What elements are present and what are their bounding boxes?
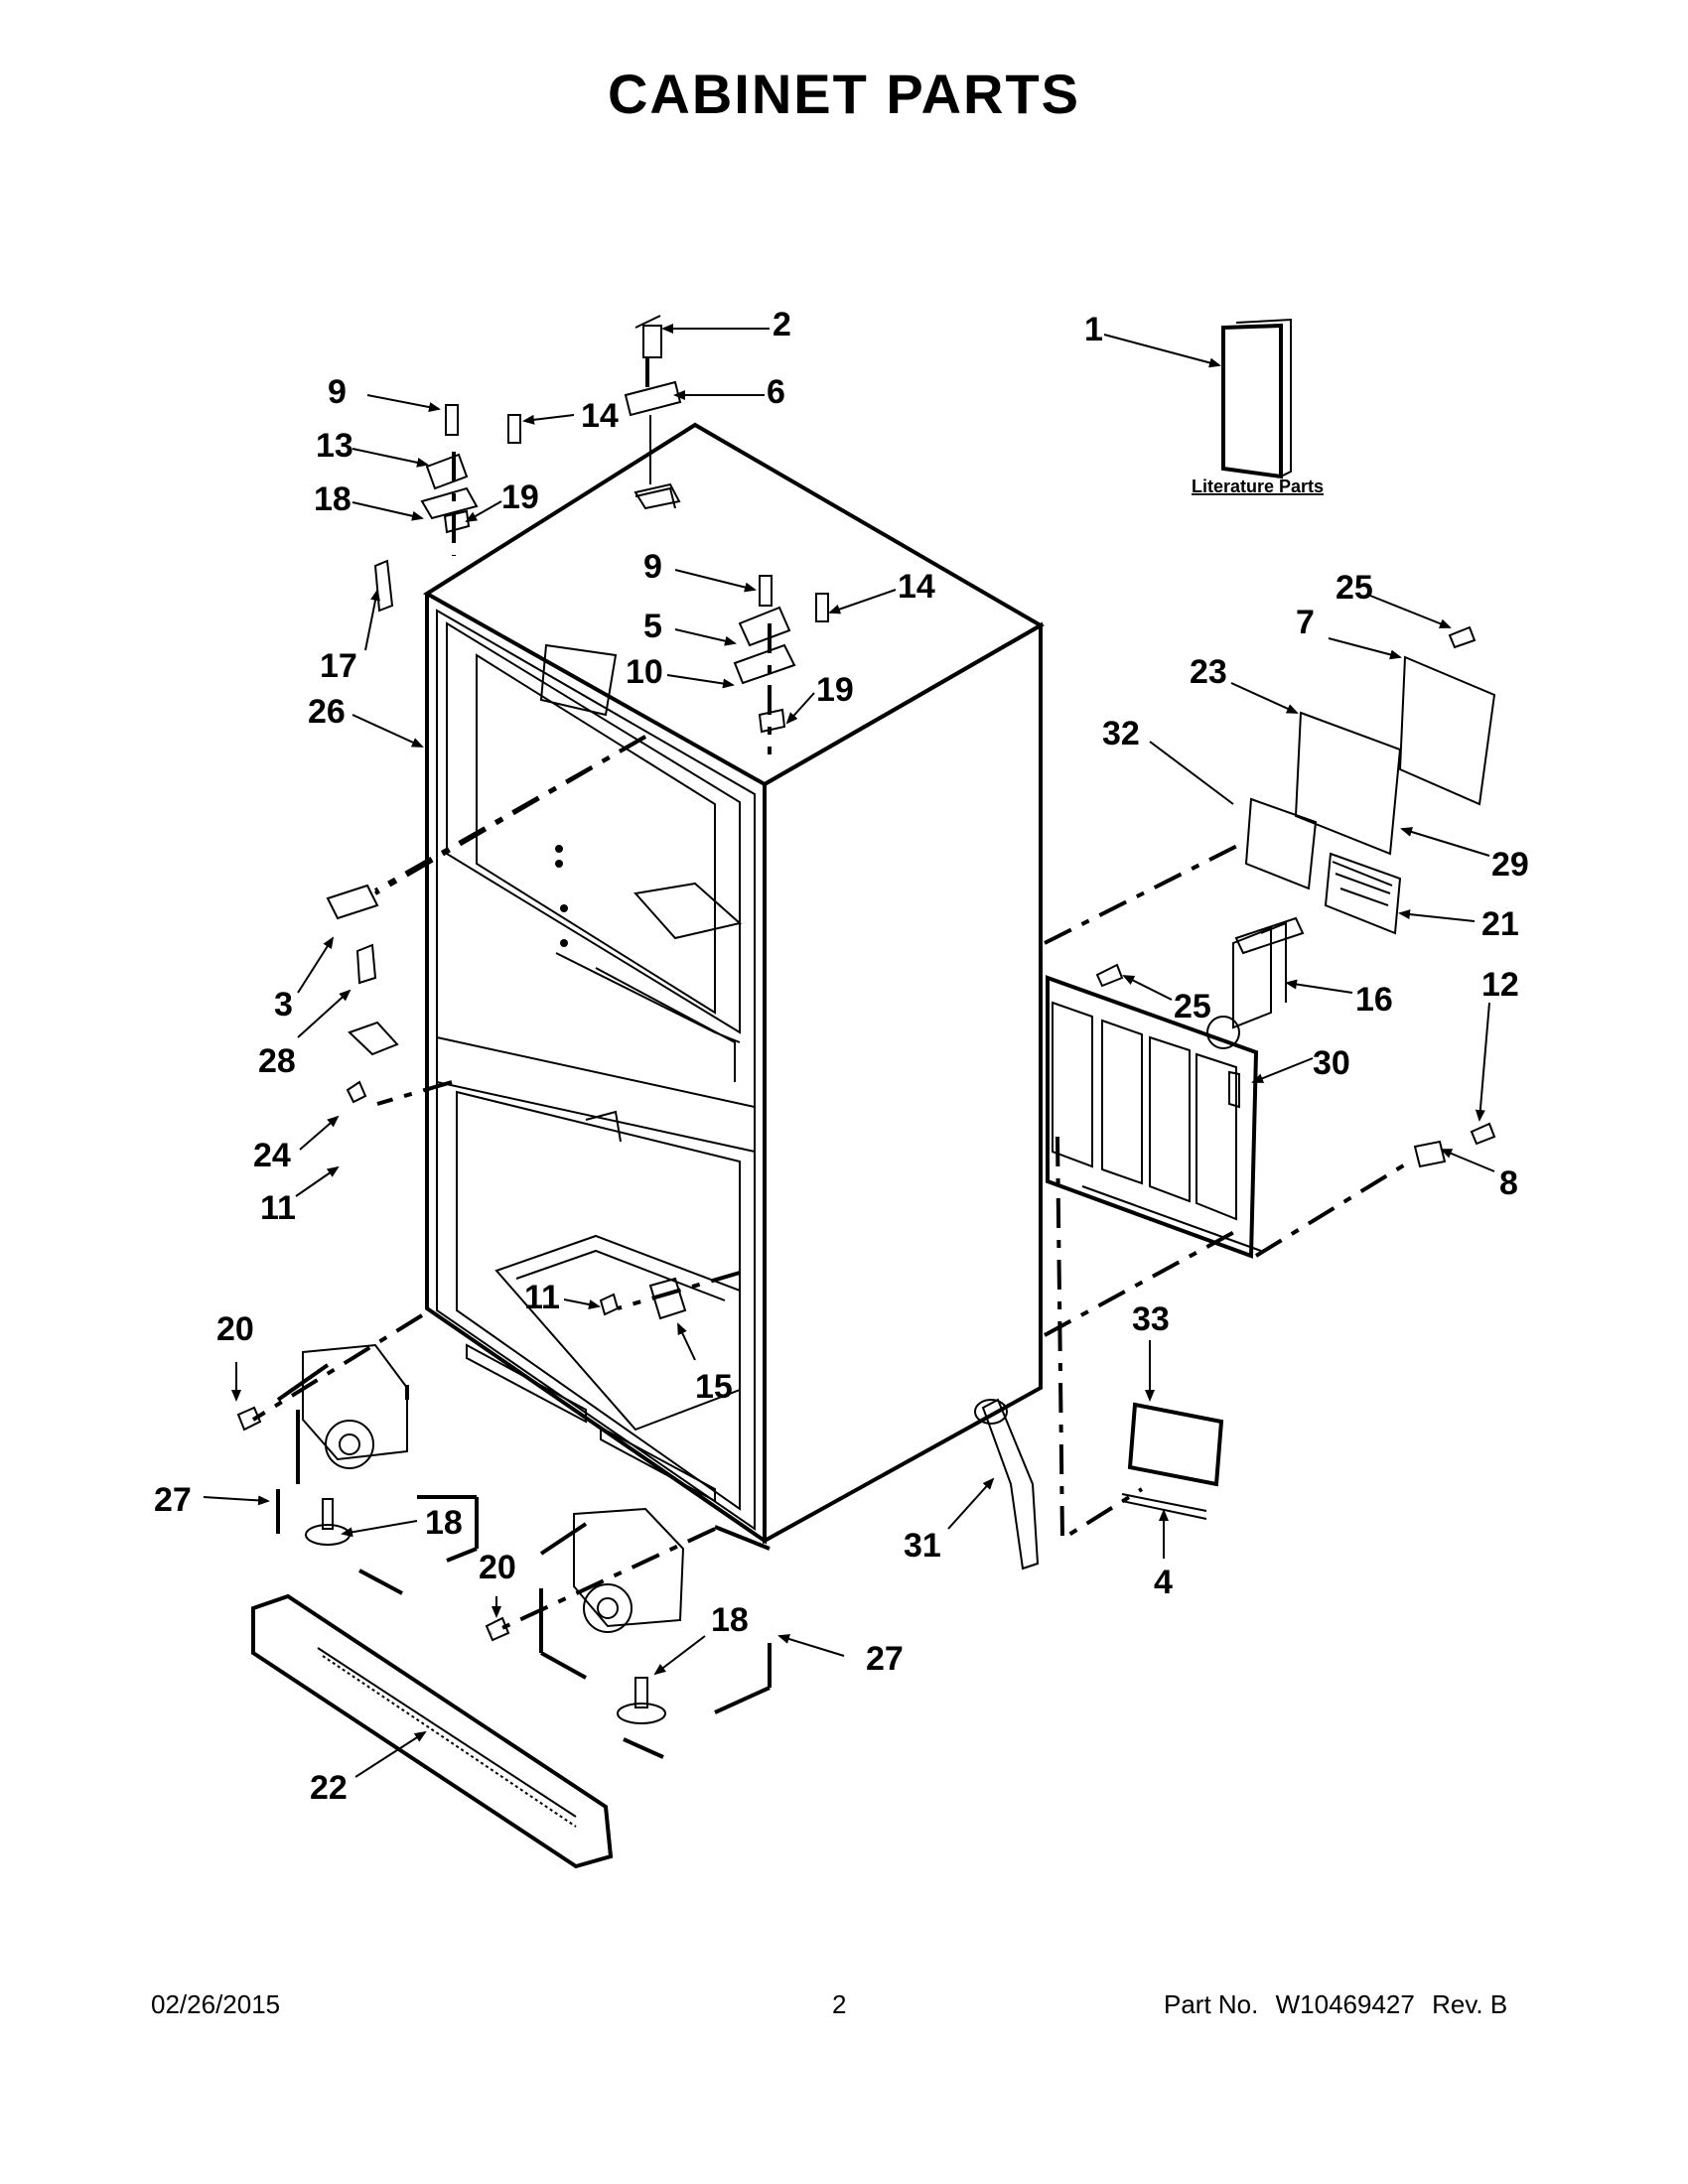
callout-18-top: 18	[314, 480, 352, 518]
callout-14-right: 14	[898, 568, 935, 606]
callout-21: 21	[1481, 905, 1519, 943]
callout-11-left: 11	[260, 1189, 296, 1227]
callout-11-center: 11	[524, 1279, 560, 1316]
callout-19-right: 19	[816, 671, 854, 709]
callout-7: 7	[1296, 604, 1315, 641]
callout-26: 26	[308, 693, 346, 731]
callout-labels: 1 2 6 9 14 13 18 19 17 26 9 14 5 10 19 3…	[154, 306, 1529, 1807]
alignment-lines	[251, 357, 1412, 1635]
callout-24: 24	[253, 1137, 291, 1174]
callout-leaders	[203, 324, 1495, 1778]
callout-27-right: 27	[866, 1640, 904, 1678]
callout-31: 31	[904, 1527, 941, 1565]
callout-10: 10	[626, 653, 663, 691]
callout-3: 3	[274, 986, 293, 1024]
roller-assembly-left	[276, 1343, 479, 1595]
callout-4: 4	[1154, 1564, 1173, 1601]
revision: Rev. B	[1432, 1989, 1508, 2019]
callout-18-right: 18	[711, 1601, 749, 1639]
callout-25-top: 25	[1336, 569, 1373, 607]
footer-date: 02/26/2015	[151, 1989, 281, 2019]
roller-assembly-right	[539, 1507, 772, 1759]
callout-20-left: 20	[216, 1310, 254, 1348]
callout-17: 17	[320, 647, 357, 685]
refrigerator-cabinet	[423, 422, 1045, 1545]
top-hinge-right	[733, 575, 829, 734]
callout-20-right: 20	[479, 1549, 516, 1586]
callout-22: 22	[310, 1769, 348, 1807]
callout-19-left: 19	[501, 478, 539, 516]
callout-9-left: 9	[328, 373, 347, 411]
callout-30: 30	[1313, 1044, 1350, 1082]
callout-5: 5	[643, 608, 662, 645]
callout-14-left: 14	[581, 397, 619, 435]
footer-page-number: 2	[832, 1989, 847, 2019]
callout-33: 33	[1132, 1300, 1170, 1338]
callout-23: 23	[1190, 653, 1227, 691]
misc-parts	[974, 916, 1305, 1570]
callout-12: 12	[1481, 966, 1519, 1004]
callout-2: 2	[773, 306, 791, 343]
callout-6: 6	[767, 373, 785, 411]
page-title: CABINET PARTS	[607, 63, 1081, 125]
part-number: W10469427	[1275, 1989, 1415, 2019]
rear-access-panel	[1046, 975, 1262, 1259]
top-hinge-left	[420, 404, 521, 534]
footer-part-info: Part No. W10469427 Rev. B	[1164, 1989, 1517, 2020]
literature-parts-label: Literature Parts	[1192, 477, 1324, 496]
callout-8: 8	[1499, 1164, 1518, 1202]
toe-grille	[251, 1593, 614, 1869]
callout-29: 29	[1491, 846, 1529, 884]
part-number-label: Part No.	[1164, 1989, 1259, 2019]
callout-28: 28	[258, 1042, 296, 1080]
callout-9-right: 9	[643, 548, 662, 586]
literature-book	[1221, 318, 1292, 479]
callout-32: 32	[1102, 715, 1140, 752]
callout-18-left: 18	[425, 1504, 463, 1542]
callout-15: 15	[695, 1368, 733, 1406]
callout-13: 13	[316, 427, 353, 465]
callout-1: 1	[1084, 311, 1103, 348]
callout-27-left: 27	[154, 1481, 192, 1519]
control-box-parts	[1232, 655, 1496, 1029]
top-hinge-center	[624, 315, 682, 510]
callout-16: 16	[1355, 981, 1393, 1019]
callout-25-bottom: 25	[1174, 988, 1211, 1025]
